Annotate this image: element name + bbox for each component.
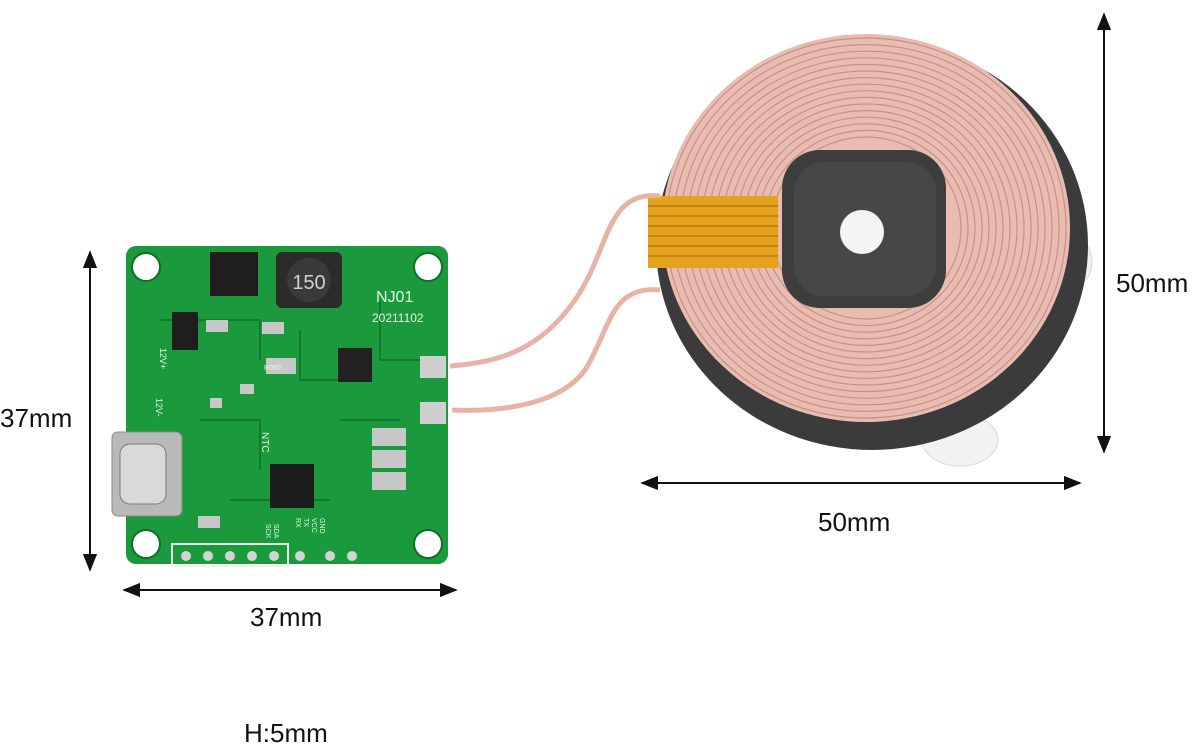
mount-hole	[413, 252, 443, 282]
coil-center-hole	[840, 210, 884, 254]
coil-height-label: 50mm	[1116, 268, 1189, 298]
mount-hole	[413, 529, 443, 559]
coil-pad-1	[420, 356, 446, 378]
thickness-label: H:5mm	[244, 718, 328, 748]
silk-gnd: GND	[318, 518, 325, 534]
coil-width-label: 50mm	[818, 507, 891, 537]
kapton-tape	[648, 196, 778, 268]
board-width-label: 37mm	[250, 602, 323, 632]
pcb-board: 150 NJ01 20211102 12V+	[111, 246, 448, 567]
lead-wire-1	[449, 193, 661, 369]
silk-sck: SCK	[264, 524, 271, 539]
board-date-text: 20211102	[372, 311, 424, 325]
charging-coil	[449, 34, 1093, 467]
board-height-label: 37mm	[0, 403, 73, 433]
ic-chip	[338, 348, 372, 382]
lead-wire-2	[451, 287, 661, 413]
silk-sda: SDA	[272, 524, 279, 539]
mount-hole	[131, 252, 161, 282]
board-model-text: NJ01	[376, 289, 413, 306]
silk-rx: RX	[294, 518, 301, 528]
dimension-arrows	[82, 12, 1112, 598]
silk-12v-plus: 12V+	[158, 348, 168, 369]
silk-tx: TX	[302, 518, 309, 527]
mosfet-chip	[210, 252, 258, 296]
inductor-marking: 150	[292, 272, 325, 294]
mcu-chip	[270, 464, 314, 508]
silk-vcc: VCC	[310, 518, 317, 533]
silk-r050: R050	[264, 365, 281, 372]
silk-12v-minus: 12V-	[154, 398, 164, 417]
silk-ntc: NTC	[259, 432, 270, 453]
mount-hole	[131, 529, 161, 559]
coil-pad-2	[420, 402, 446, 424]
